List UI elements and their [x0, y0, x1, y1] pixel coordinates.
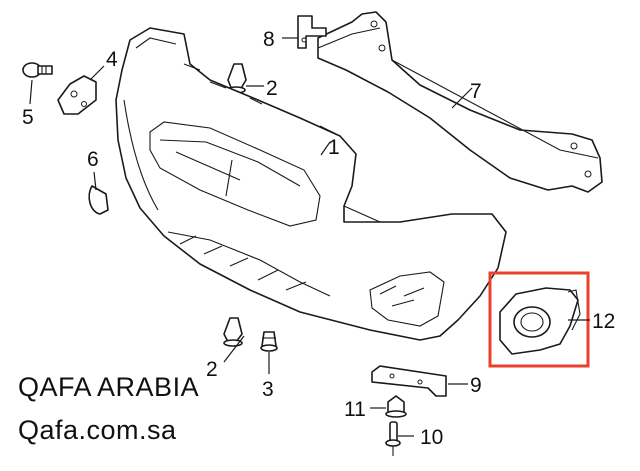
callout-6: 6 — [87, 148, 99, 171]
callout-5: 5 — [22, 106, 34, 129]
part-9-lower-bracket — [371, 365, 447, 397]
callout-4: 4 — [106, 48, 118, 71]
callout-10: 10 — [420, 426, 443, 449]
callout-12: 12 — [592, 310, 615, 333]
part-4-side-bracket — [57, 75, 97, 115]
part-7-reinforcement-beam — [317, 11, 603, 193]
callout-1: 1 — [328, 136, 340, 159]
part-6-side-cap — [88, 185, 109, 215]
part-12-fog-lamp-bezel — [499, 287, 581, 355]
callout-9: 9 — [470, 374, 482, 397]
watermark-url: Qafa.com.sa — [18, 415, 177, 445]
leader-lines — [29, 37, 590, 437]
callout-2-top: 2 — [266, 77, 278, 100]
callout-3: 3 — [262, 378, 274, 401]
watermark-name: QAFA ARABIA — [18, 372, 200, 402]
part-8-bracket — [297, 15, 327, 49]
part-5-bolt — [22, 62, 53, 78]
callout-11: 11 — [344, 398, 366, 421]
callout-7: 7 — [470, 80, 482, 103]
part-1-bumper-cover — [115, 27, 507, 341]
part-10-push-pin — [385, 421, 401, 456]
part-11-grommet — [385, 395, 407, 418]
callout-8: 8 — [263, 28, 275, 51]
part-3-bolt — [260, 331, 278, 352]
callout-2-bottom: 2 — [206, 358, 218, 381]
